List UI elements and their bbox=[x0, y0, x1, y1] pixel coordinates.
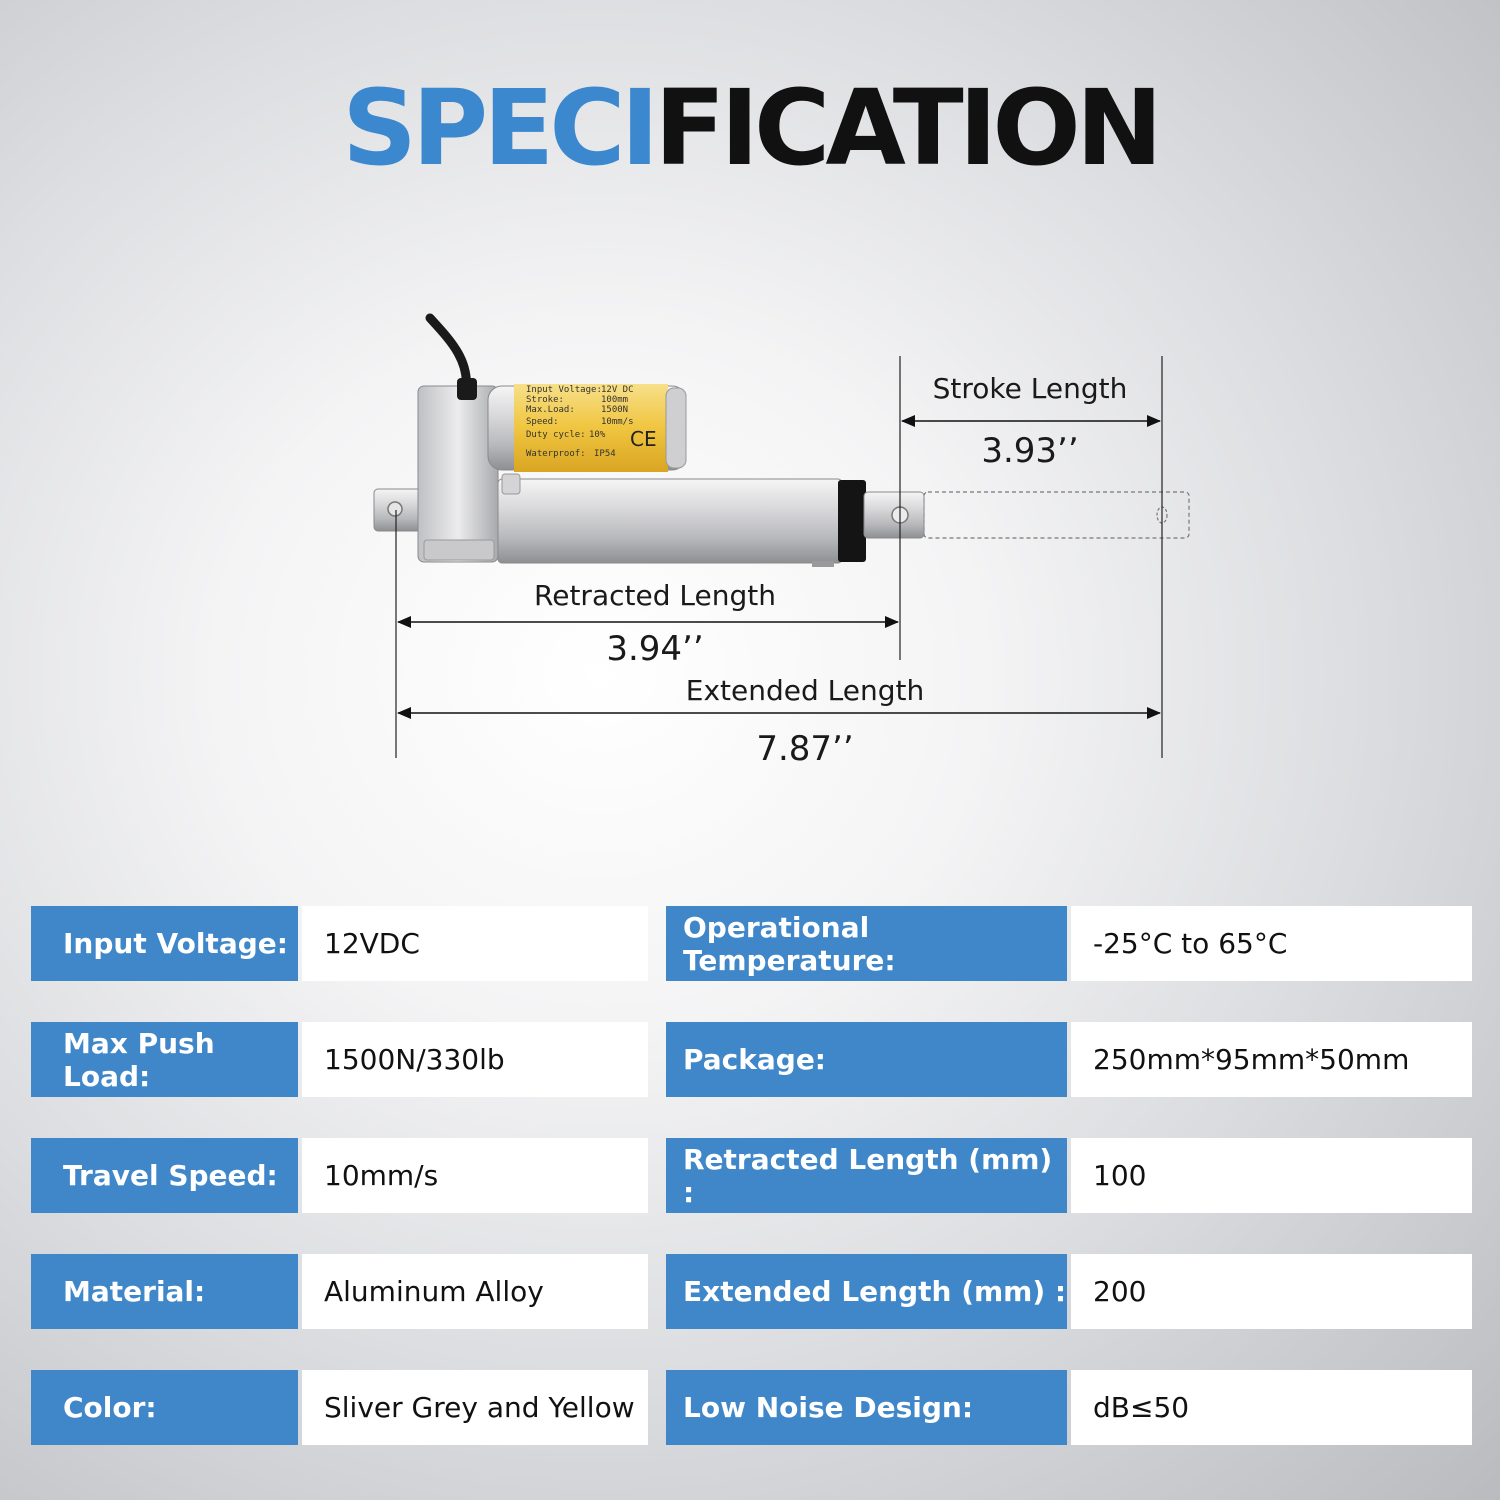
ce-mark: CE bbox=[630, 427, 657, 451]
label-max-load-val: 1500N bbox=[601, 405, 628, 415]
label-input-voltage-val: 12V DC bbox=[601, 385, 634, 395]
spec-key: Input Voltage: bbox=[31, 906, 298, 981]
spec-key: Low Noise Design: bbox=[666, 1370, 1067, 1445]
spec-row: Max Push Load: 1500N/330lb Package: 250m… bbox=[31, 1022, 1472, 1097]
extended-length-value: 7.87’’ bbox=[756, 729, 853, 769]
label-duty-cycle: Duty cycle: bbox=[526, 430, 586, 440]
title-part-blue: SPECI bbox=[342, 67, 659, 189]
title-part-black: FICATION bbox=[654, 67, 1163, 189]
spec-row: Travel Speed: 10mm/s Retracted Length (m… bbox=[31, 1138, 1472, 1213]
label-waterproof-val: IP54 bbox=[594, 449, 616, 459]
extended-length-label: Extended Length bbox=[686, 674, 924, 707]
cable-grommet bbox=[457, 378, 477, 400]
retracted-length-value: 3.94’’ bbox=[606, 629, 703, 669]
label-stroke-val: 100mm bbox=[601, 395, 628, 405]
tube-foot bbox=[812, 561, 834, 567]
spec-key: Operational Temperature: bbox=[666, 906, 1067, 981]
outer-tube bbox=[497, 478, 843, 564]
spec-key: Extended Length (mm) : bbox=[666, 1254, 1067, 1329]
spec-value: 250mm*95mm*50mm bbox=[1071, 1022, 1472, 1097]
rear-mount-hole bbox=[387, 501, 403, 517]
spec-key: Package: bbox=[666, 1022, 1067, 1097]
label-speed-val: 10mm/s bbox=[601, 417, 634, 427]
spec-value: 100 bbox=[1071, 1138, 1472, 1213]
stroke-length-label: Stroke Length bbox=[933, 372, 1128, 405]
spec-value: -25°C to 65°C bbox=[1071, 906, 1472, 981]
motor-label bbox=[514, 384, 668, 472]
label-speed: Speed: bbox=[526, 417, 559, 427]
spec-value: Aluminum Alloy bbox=[302, 1254, 648, 1329]
spec-key: Retracted Length (mm) : bbox=[666, 1138, 1067, 1213]
spec-value: Sliver Grey and Yellow bbox=[302, 1370, 648, 1445]
spec-value: 1500N/330lb bbox=[302, 1022, 648, 1097]
spec-row: Material: Aluminum Alloy Extended Length… bbox=[31, 1254, 1472, 1329]
spec-row: Input Voltage: 12VDC Operational Tempera… bbox=[31, 906, 1472, 981]
label-stroke: Stroke: bbox=[526, 395, 564, 405]
page-title: SPECIFICATION bbox=[0, 68, 1500, 188]
spec-value: 12VDC bbox=[302, 906, 648, 981]
label-max-load: Max.Load: bbox=[526, 405, 575, 415]
spec-value: dB≤50 bbox=[1071, 1370, 1472, 1445]
spec-key: Max Push Load: bbox=[31, 1022, 298, 1097]
spec-key: Material: bbox=[31, 1254, 298, 1329]
spec-key: Color: bbox=[31, 1370, 298, 1445]
spec-key: Travel Speed: bbox=[31, 1138, 298, 1213]
spec-value: 200 bbox=[1071, 1254, 1472, 1329]
stroke-length-value: 3.93’’ bbox=[981, 431, 1078, 471]
tube-foot-rear bbox=[501, 473, 521, 495]
motor-end-cap bbox=[665, 387, 687, 469]
actuator-diagram: Input Voltage: 12V DC Stroke: 100mm Max.… bbox=[373, 313, 1190, 769]
spec-value: 10mm/s bbox=[302, 1138, 648, 1213]
label-waterproof: Waterproof: bbox=[526, 449, 586, 459]
gearbox-bottom bbox=[423, 539, 495, 561]
gearbox-housing bbox=[417, 385, 499, 563]
spec-row: Color: Sliver Grey and Yellow Low Noise … bbox=[31, 1370, 1472, 1445]
label-duty-cycle-val: 10% bbox=[589, 430, 606, 440]
retracted-length-label: Retracted Length bbox=[534, 579, 776, 612]
extended-rod-outline bbox=[923, 491, 1190, 539]
label-input-voltage: Input Voltage: bbox=[526, 385, 602, 395]
tube-seal bbox=[838, 480, 866, 562]
